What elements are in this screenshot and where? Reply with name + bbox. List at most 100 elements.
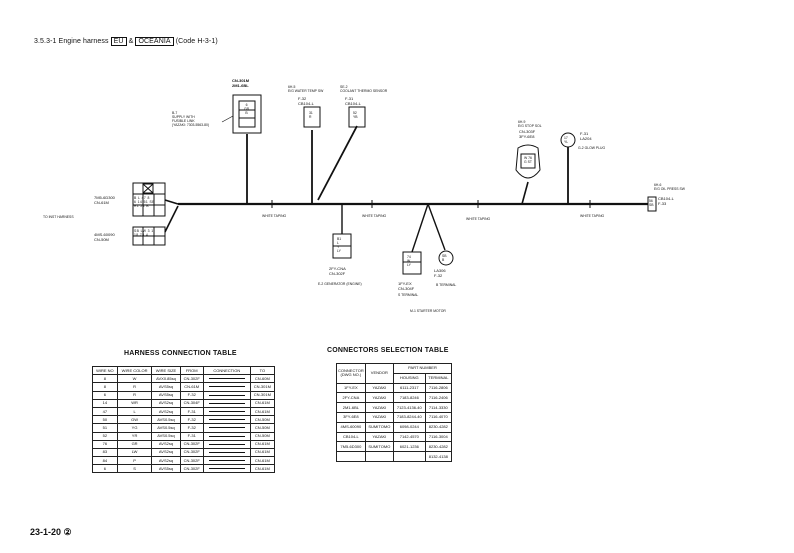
pins-starter-b: SB B (442, 254, 447, 262)
table-cell: 47 (92, 406, 118, 417)
table-cell: S (116, 464, 153, 474)
connectors-table-title: CONNECTORS SELECTION TABLE (327, 347, 449, 354)
connectors-selection-table: CONNECTOR (DWG NO.) VENDOR PART NUMBER H… (336, 363, 453, 462)
col-wire-color: WIRE COLOR (116, 365, 153, 376)
branch-oil-stop (521, 181, 529, 205)
label-to-inst-harness: TO INST HARNESS (43, 215, 74, 219)
table-cell: F-31 (179, 431, 204, 441)
table-cell: AVS5sq (151, 382, 181, 392)
table-cell (336, 451, 366, 462)
pins-generator: B1 L Y LY (337, 237, 342, 253)
page-number: 23-1-20 ② (30, 527, 72, 537)
table-cell: WR (116, 398, 153, 408)
label-s-terminal: S TERMINAL (398, 293, 419, 297)
table-cell: CB104-L (336, 431, 366, 443)
table-header-row: WIRE NO WIRE COLOR WIRE SIZE FROM CONNEC… (92, 365, 276, 376)
label-white-taping-3: WHITE TAPING (466, 217, 491, 221)
table-cell: R (116, 382, 153, 392)
table-cell: F-31 (179, 406, 204, 417)
label-cn50m: 4MS-60090 CN-50M (94, 232, 115, 242)
connection-line (208, 435, 245, 437)
col-to: TO (249, 365, 276, 376)
table-cell: CN-50M (249, 431, 276, 441)
connector-cn61m (132, 182, 166, 217)
connection-line (208, 419, 245, 421)
connection-line (208, 427, 245, 429)
table-cell: 6111-2317 (392, 382, 426, 394)
pins-oil-press: 56 SB (649, 199, 654, 207)
connector-starter-b (438, 250, 454, 266)
branch-starter-s (411, 203, 429, 253)
table-cell: 8 (92, 382, 118, 392)
table-cell: L (116, 406, 153, 417)
table-cell: F-32 (179, 390, 204, 400)
table-cell: CN-50M (249, 423, 276, 433)
label-coolant-conn: F-31 CB104-L (345, 96, 361, 106)
table-cell: SUMITOMO (364, 421, 394, 433)
label-generator-conn: 2FY-CNA CN-302F (329, 266, 346, 276)
table-cell: 7116-4070 (424, 411, 453, 423)
table-cell: 8230-4282 (424, 421, 453, 433)
label-starter-motor: M-1 STARTER MOTOR (410, 309, 446, 313)
col-wire-size: WIRE SIZE (151, 365, 181, 376)
table-cell: AVS5sq (151, 390, 181, 400)
label-glow-plug-conn: F-31 LA204 (580, 131, 592, 141)
pins-coolant: 52 YB (353, 111, 358, 119)
connector-oil-press (647, 196, 657, 212)
connection-line (208, 394, 245, 396)
table-cell: 7116-2806 (424, 382, 453, 394)
label-oil-stop-conn: CN-303F 3FY-6E8 (519, 129, 536, 139)
table-cell: 7142-4570 (392, 431, 426, 443)
table-cell (202, 390, 251, 400)
table-cell: CN-61M (249, 464, 276, 474)
col-connector: CONNECTOR (DWG NO.) (336, 363, 366, 384)
connector-coolant (348, 106, 366, 128)
table-cell (202, 415, 251, 425)
col-vendor: VENDOR (364, 363, 394, 384)
table-cell: CN-61M (249, 439, 276, 449)
table-cell: P (116, 456, 153, 466)
branch-starter-b (427, 203, 446, 251)
label-cn61m: 7M5-6D300 CN-61M (94, 195, 115, 205)
pins-cn50m: SB LW 3 1 18 73 4 (134, 229, 154, 237)
table-cell: AVX0.85sq (151, 374, 181, 384)
table-cell: CN-301M (249, 390, 276, 400)
col-connection: CONNECTION (202, 365, 251, 376)
table-cell: YAZAKI (364, 402, 394, 413)
table-cell: F-32 (179, 415, 204, 425)
label-coolant: SE-2 COOLANT THERMO SENSOR (340, 85, 388, 93)
harness-connection-table: WIRE NO WIRE COLOR WIRE SIZE FROM CONNEC… (92, 365, 276, 474)
label-water-temp-conn: F-32 CB104-L (298, 96, 314, 106)
label-white-taping-4: WHITE TAPING (580, 214, 605, 218)
table-cell: 6 (92, 390, 118, 400)
connector-water-temp (303, 106, 321, 128)
table-cell (202, 406, 251, 417)
table-cell (202, 439, 251, 449)
table-cell (202, 447, 251, 458)
table-cell (392, 451, 426, 462)
table-cell: 83 (92, 447, 118, 458)
table-cell: AVS0.5sq (151, 415, 181, 425)
table-cell: AVS0.5sq (151, 423, 181, 433)
table-cell: 2M1-6BL (336, 402, 366, 413)
connector-glow-plug (560, 132, 576, 148)
pins-water-temp: 31 R (309, 111, 313, 119)
branch-coolant (317, 125, 358, 201)
table-cell: CN-61M (249, 456, 276, 466)
table-cell: 1FY-EX (336, 382, 366, 394)
table-cell: SUMITOMO (364, 441, 394, 453)
table-cell: CN-302F (179, 439, 204, 449)
pins-oil-stop: W 76 G ST (524, 156, 532, 164)
connection-line (208, 378, 245, 380)
